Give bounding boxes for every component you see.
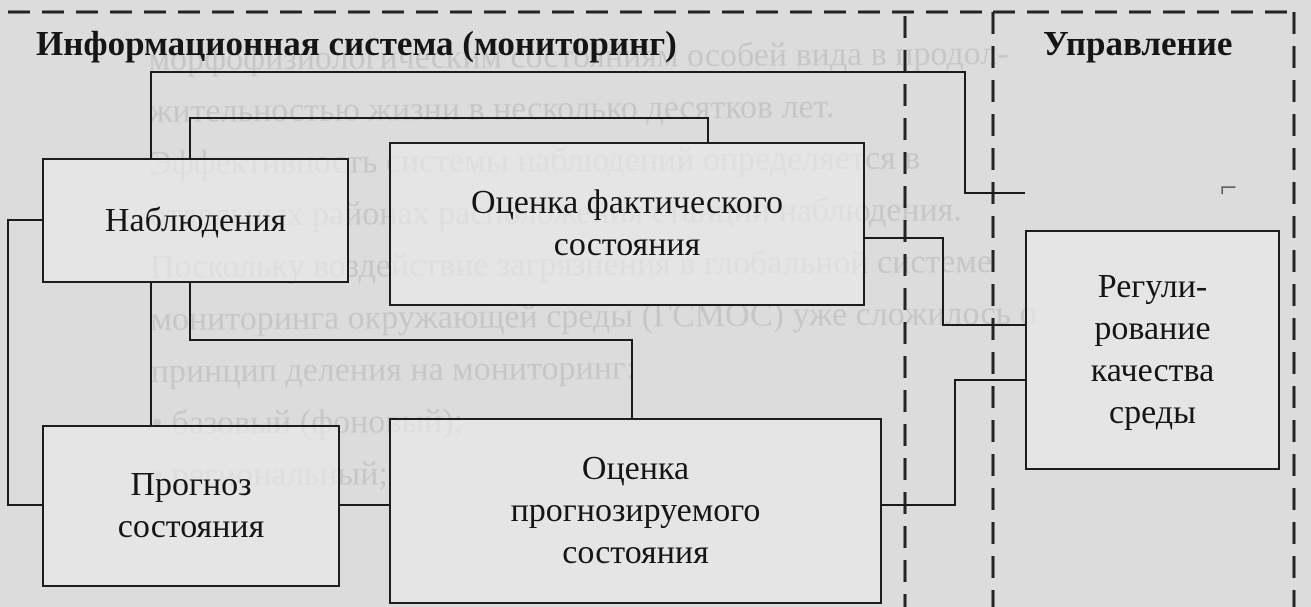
actual-state-label: Оценка фактического состояния: [471, 184, 783, 263]
forecast-box: Прогноз состояния: [42, 425, 340, 587]
forecast-label: Прогноз состояния: [117, 466, 265, 545]
predicted-state-box: Оценка прогнозируемого состояния: [389, 418, 882, 604]
connector-observations-to-regulation: [150, 71, 1025, 194]
management-region-title: Управление: [1043, 24, 1233, 63]
monitoring-region-title: Информационная система (мониторинг): [36, 24, 677, 63]
connector-observations-to-forecast-left: [7, 219, 42, 506]
observations-label: Наблюдения: [104, 201, 287, 239]
regulation-label: Регули- рование качества среды: [1090, 268, 1215, 431]
connector-predicted-state-to-regulation: [882, 379, 1025, 506]
connector-lower-to-regulation: [189, 283, 633, 418]
connector-inner-top-to-regulation: [189, 117, 709, 158]
predicted-state-label: Оценка прогнозируемого состояния: [510, 450, 761, 571]
connector-actual-state-to-regulation: [865, 237, 1025, 326]
small-stray-mark: ⌐: [1220, 171, 1237, 204]
actual-state-box: Оценка фактического состояния: [389, 142, 865, 306]
observations-box: Наблюдения: [42, 158, 349, 283]
management-region-border: [991, 10, 1296, 607]
regulation-box: Регули- рование качества среды: [1025, 230, 1280, 470]
